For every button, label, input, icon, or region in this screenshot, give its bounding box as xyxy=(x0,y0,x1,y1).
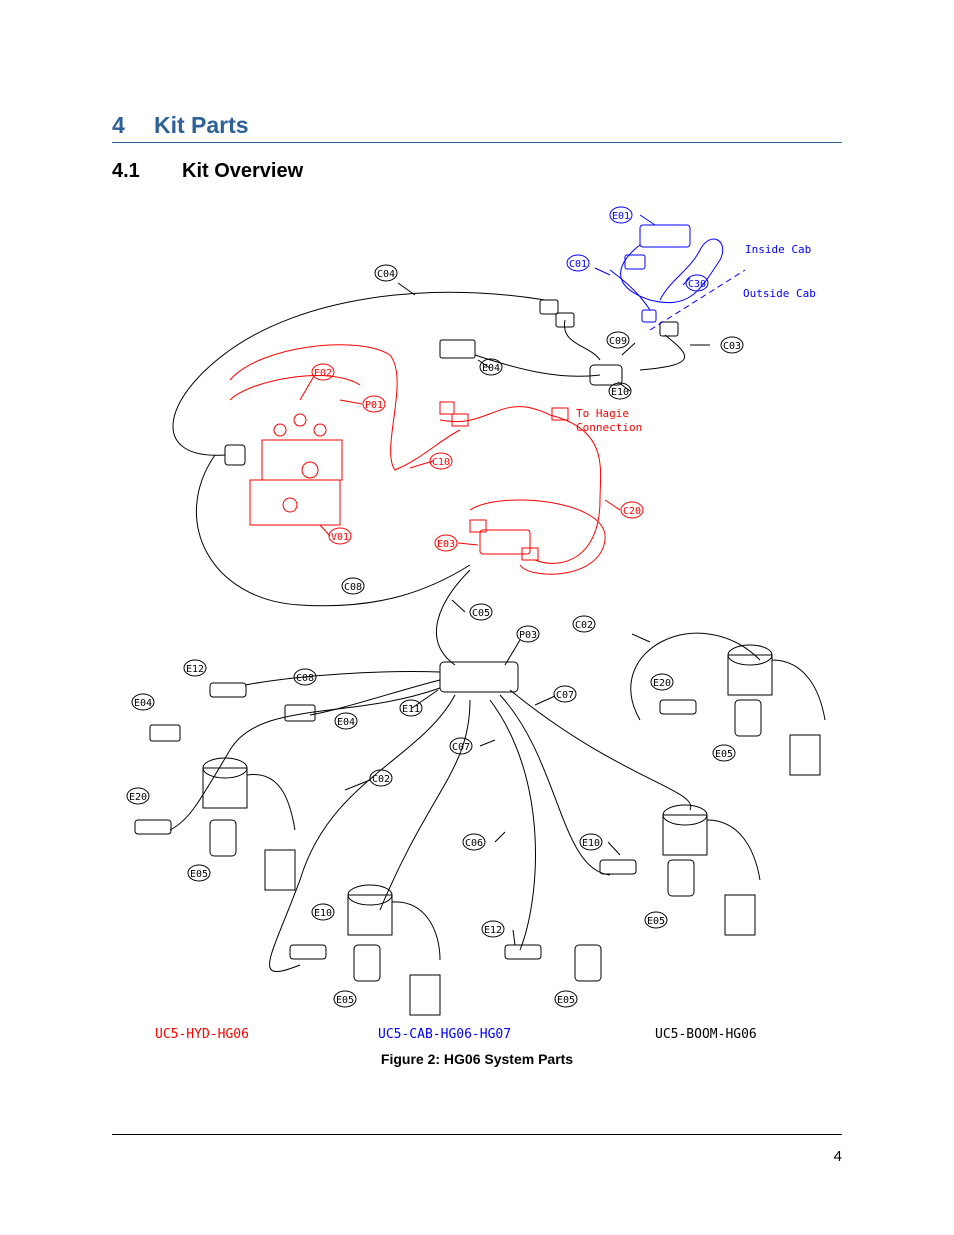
callout-e04-left: E04 xyxy=(134,698,152,709)
cable-c09 xyxy=(564,319,601,361)
callout-e10-right: E10 xyxy=(582,838,600,849)
callout-e01: E01 xyxy=(612,211,630,222)
note-to-hagie-connection: Connection xyxy=(576,421,642,434)
callout-p03: P03 xyxy=(519,630,537,641)
boom-valve-right-top xyxy=(659,644,826,776)
callout-c07-right: C07 xyxy=(556,690,574,701)
cable-c08-mid xyxy=(244,671,441,686)
callout-c02-top: C02 xyxy=(575,620,593,631)
callout-e05-left: E05 xyxy=(190,869,208,880)
cable-c07-right xyxy=(499,694,611,876)
callout-bubbles: E01 C01 C30 E02 P01 C10 C20 V01 E03 xyxy=(126,206,744,1008)
system-parts-drawing: E01 C01 C30 E02 P01 C10 C20 V01 E03 xyxy=(126,206,826,1042)
callout-c05: C05 xyxy=(472,608,490,619)
note-inside-cab: Inside Cab xyxy=(745,243,811,256)
callout-c06: C06 xyxy=(465,838,483,849)
callout-c10: C10 xyxy=(432,457,450,468)
drawing-notes: Inside Cab Outside Cab To Hagie Connecti… xyxy=(576,243,816,434)
cable-c02-left xyxy=(169,687,441,831)
kit-label-hyd: UC5-HYD-HG06 xyxy=(155,1027,249,1042)
hydraulic-kit-drawing xyxy=(229,344,621,575)
callout-c04: C04 xyxy=(377,269,395,280)
callout-e05-right-top: E05 xyxy=(715,749,733,760)
cable-c06 xyxy=(489,699,536,951)
kit-label-cab: UC5-CAB-HG06-HG07 xyxy=(378,1027,511,1042)
boom-valve-right-bottom xyxy=(599,804,761,936)
kit-labels: UC5-HYD-HG06 UC5-CAB-HG06-HG07 UC5-BOOM-… xyxy=(155,1027,757,1042)
callout-e02: E02 xyxy=(314,368,332,379)
note-outside-cab: Outside Cab xyxy=(743,287,816,300)
callout-e04-mid: E04 xyxy=(337,717,355,728)
callout-e05-bottom: E05 xyxy=(557,995,575,1006)
page-number: 4 xyxy=(833,1148,842,1165)
boom-valve-bottom-small xyxy=(504,944,602,982)
callout-c03-top: C03 xyxy=(723,341,741,352)
callout-c01: C01 xyxy=(569,259,587,270)
callout-c09: C09 xyxy=(609,336,627,347)
cable-c02-right xyxy=(509,689,692,811)
callout-c30: C30 xyxy=(688,279,706,290)
callout-c07-mid: C07 xyxy=(452,742,470,753)
cable-c08-top xyxy=(195,454,471,607)
cable-c05 xyxy=(436,569,471,666)
callout-c20: C20 xyxy=(623,506,641,517)
callout-e10-top: E10 xyxy=(611,387,629,398)
section-title: Kit Parts xyxy=(154,112,249,138)
callout-e12-left: E12 xyxy=(186,664,204,675)
cab-kit-drawing xyxy=(594,214,746,331)
cable-c04 xyxy=(172,291,546,456)
callout-e12-bottom: E12 xyxy=(484,925,502,936)
callout-c08-top: C08 xyxy=(344,582,362,593)
subsection-heading: 4.1 Kit Overview xyxy=(112,158,303,184)
footer-divider xyxy=(112,1134,842,1135)
kit-label-boom: UC5-BOOM-HG06 xyxy=(655,1027,757,1042)
subsection-number: 4.1 xyxy=(112,160,140,182)
callout-e20-right: E20 xyxy=(653,678,671,689)
callout-e20-left: E20 xyxy=(129,792,147,803)
subsection-title: Kit Overview xyxy=(182,160,304,182)
callout-e05-right-bottom: E05 xyxy=(647,916,665,927)
callout-e11: E11 xyxy=(402,704,420,715)
cable-c07-down xyxy=(379,699,471,911)
note-to-hagie: To Hagie xyxy=(576,407,629,420)
callout-p01: P01 xyxy=(365,400,383,411)
boom-valve-left xyxy=(134,757,296,891)
cable-c03 xyxy=(639,334,686,371)
cable-c02-left-b xyxy=(269,694,456,973)
callout-c08-mid: C08 xyxy=(296,673,314,684)
section-number: 4 xyxy=(112,112,125,138)
callout-e05-center: E05 xyxy=(336,995,354,1006)
boom-valve-center xyxy=(289,884,441,1016)
cable-e04-top xyxy=(474,354,601,377)
cable-e04-mid xyxy=(309,679,441,716)
callout-v01: V01 xyxy=(331,532,349,543)
figure-caption: Figure 2: HG06 System Parts xyxy=(380,1051,574,1067)
section-heading: 4 Kit Parts xyxy=(112,110,842,143)
callout-e04-top: E04 xyxy=(482,363,500,374)
callout-c02-mid: C02 xyxy=(372,774,390,785)
callout-e03: E03 xyxy=(437,539,455,550)
callout-e10-center: E10 xyxy=(314,908,332,919)
cable-c02-right-top xyxy=(630,632,761,721)
